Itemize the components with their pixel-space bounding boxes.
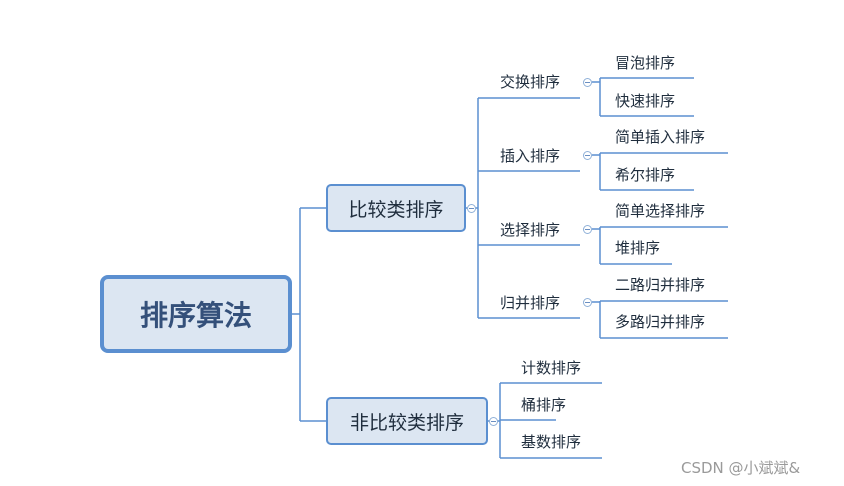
- group-merge-connector: [592, 300, 728, 339]
- root-connector: [292, 207, 326, 422]
- leaf-bubble-sort[interactable]: 冒泡排序: [615, 54, 676, 72]
- group-insert-connector: [592, 152, 728, 191]
- comparison-sort-node[interactable]: 比较类排序: [326, 184, 466, 232]
- collapse-icon[interactable]: [583, 151, 592, 160]
- leaf-radix-sort[interactable]: 基数排序: [521, 433, 582, 451]
- collapse-icon[interactable]: [489, 417, 498, 426]
- group-underlines: [496, 97, 580, 319]
- collapse-icon[interactable]: [583, 298, 592, 307]
- root-node[interactable]: 排序算法: [100, 275, 292, 353]
- group-exchange-connector: [592, 77, 694, 117]
- collapse-icon[interactable]: [583, 225, 592, 234]
- group-selection-sort[interactable]: 选择排序: [500, 221, 561, 239]
- collapse-icon[interactable]: [467, 204, 476, 213]
- leaf-shell-sort[interactable]: 希尔排序: [615, 166, 676, 184]
- leaf-quick-sort[interactable]: 快速排序: [615, 92, 676, 110]
- collapse-icon[interactable]: [583, 78, 592, 87]
- group-select-connector: [592, 226, 728, 265]
- non-comparison-sort-node[interactable]: 非比较类排序: [326, 397, 488, 445]
- leaf-counting-sort[interactable]: 计数排序: [521, 359, 582, 377]
- leaf-simple-insertion-sort[interactable]: 简单插入排序: [615, 128, 706, 146]
- group-exchange-sort[interactable]: 交换排序: [500, 73, 561, 91]
- leaf-multi-way-merge-sort[interactable]: 多路归并排序: [615, 313, 706, 331]
- leaf-two-way-merge-sort[interactable]: 二路归并排序: [615, 276, 706, 294]
- group-insertion-sort[interactable]: 插入排序: [500, 147, 561, 165]
- watermark: CSDN @小斌斌&: [681, 459, 801, 477]
- leaf-heap-sort[interactable]: 堆排序: [615, 239, 661, 257]
- leaf-bucket-sort[interactable]: 桶排序: [521, 396, 567, 414]
- leaf-simple-selection-sort[interactable]: 简单选择排序: [615, 202, 706, 220]
- group-merge-sort[interactable]: 归并排序: [500, 294, 561, 312]
